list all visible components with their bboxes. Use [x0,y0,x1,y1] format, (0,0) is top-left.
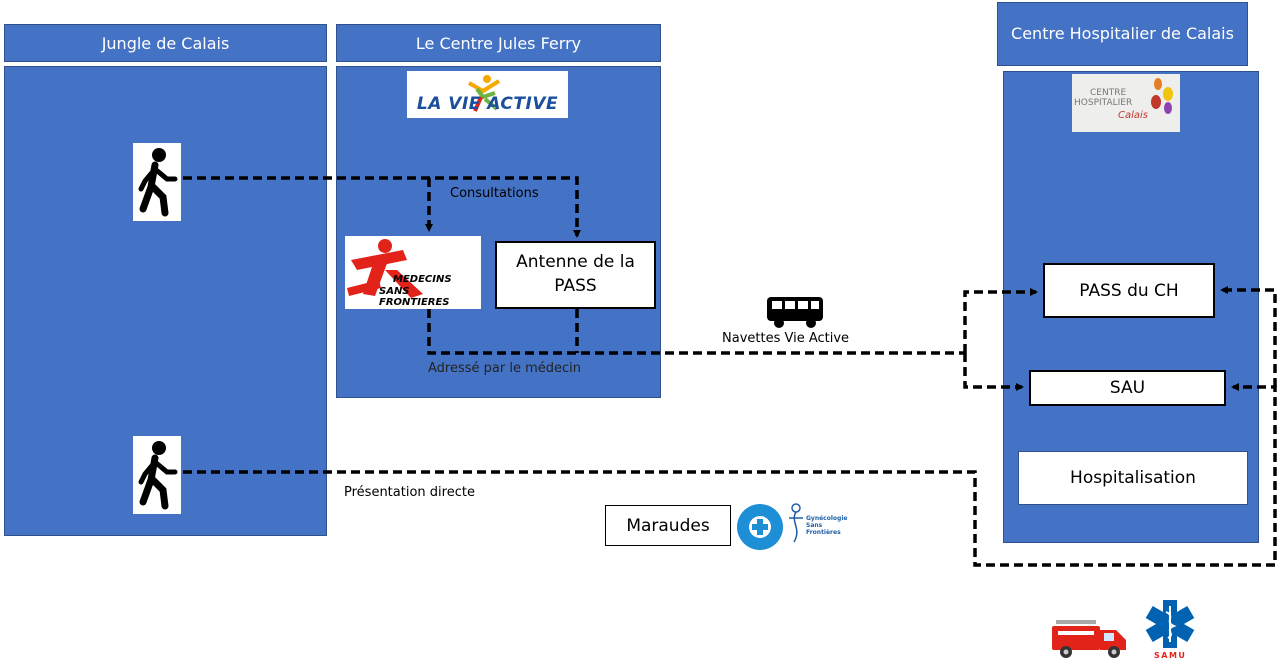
consultations-path [183,176,581,238]
ch-logo-text-1: CENTRE [1090,88,1127,98]
bus-icon [765,295,825,329]
ch-logo-text-2: HOSPITALIER [1074,98,1133,108]
ch-logo-text-3: Calais [1118,110,1149,121]
samu-text: SAMU [1154,651,1187,660]
hospitalisation-box: Hospitalisation [1018,451,1248,505]
to-pass-path [963,288,1038,353]
la-vie-active-logo: LA VIE ACTIVE [407,71,568,118]
referral-path [427,309,965,355]
to-sau-path [963,353,1024,391]
fire-truck-icon [1050,616,1134,660]
direct-presentation-path [183,383,1277,567]
sau-box: SAU [1029,370,1226,406]
msf-logo: MEDECINS SANS FRONTIERES [345,236,481,309]
leaves-icon [1151,78,1173,114]
maraudes-box: Maraudes [605,505,731,546]
consultations-label: Consultations [450,186,539,201]
centre-hospitalier-logo: CENTRE HOSPITALIER Calais [1072,74,1180,132]
presentation-label: Présentation directe [344,485,475,500]
panel-jules-ferry [336,66,661,398]
msf-text-1: MEDECINS [393,274,452,285]
medecins-du-monde-logo [736,503,784,551]
gsf-text-3: Frontières [806,529,841,536]
header-jungle: Jungle de Calais [4,24,327,62]
msf-runner-icon [347,239,423,298]
pass-ch-box: PASS du CH [1043,263,1215,318]
gsf-text-1: Gynécologie [806,515,848,522]
samu-logo: SAMU [1140,598,1200,662]
navettes-label: Navettes Vie Active [722,331,850,346]
la-vie-active-text: LA VIE ACTIVE [416,94,559,114]
adresse-label: Adressé par le médecin [428,361,581,376]
samu-pass-path [1220,286,1277,387]
walking-person-icon [133,143,181,221]
msf-text-2: SANS FRONTIERES [379,286,450,308]
star-of-life-icon [1145,600,1195,648]
antenne-pass-box: Antenne de la PASS [495,241,656,309]
walking-person-icon [133,436,181,514]
header-hospital: Centre Hospitalier de Calais [997,2,1248,66]
gsf-text-2: Sans [806,522,823,529]
gynecologie-sans-frontieres-logo: Gynécologie Sans Frontières [786,502,858,548]
header-jules-ferry: Le Centre Jules Ferry [336,24,661,62]
